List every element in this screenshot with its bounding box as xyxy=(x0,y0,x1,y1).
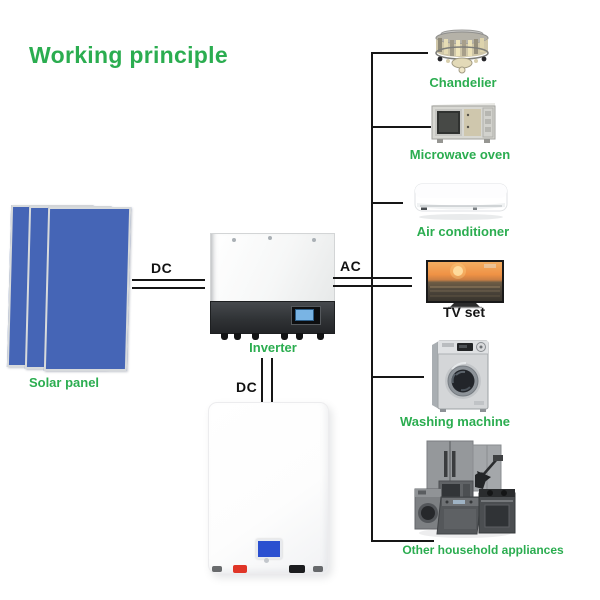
dc-battery-label: DC xyxy=(236,379,258,395)
screw-icon xyxy=(268,236,272,240)
other-household-appliances-icon xyxy=(414,440,516,538)
other-household-appliances-label: Other household appliances xyxy=(402,543,564,557)
cable-gland-icon xyxy=(252,333,259,340)
air-conditioner-icon xyxy=(414,183,508,220)
trunk-line xyxy=(371,52,373,542)
cable-gland-icon xyxy=(234,333,241,340)
battery-terminal-black xyxy=(289,565,305,573)
cable-gland-icon xyxy=(296,333,303,340)
microwave-oven-label: Microwave oven xyxy=(409,147,511,162)
chandelier-icon xyxy=(435,29,489,74)
branch-line-other-appliances xyxy=(371,540,434,542)
air-conditioner-label: Air conditioner xyxy=(416,224,510,239)
tv-set-icon xyxy=(426,260,504,309)
battery-foot xyxy=(313,566,323,572)
branch-line-washing-machine xyxy=(371,376,424,378)
inverter-body-top xyxy=(210,233,335,302)
ac-output-label: AC xyxy=(340,258,362,274)
battery-terminal-red xyxy=(233,565,247,573)
screw-icon xyxy=(312,238,316,242)
microwave-oven-icon xyxy=(431,103,496,143)
dc-line-top xyxy=(132,279,205,281)
solar-panel-icon-front xyxy=(43,207,132,371)
branch-line-chandelier xyxy=(371,52,428,54)
cable-gland-icon xyxy=(317,333,324,340)
washing-machine-icon xyxy=(432,340,489,412)
battery-foot xyxy=(212,566,222,572)
battery-display xyxy=(256,539,282,559)
dc-input-label: DC xyxy=(151,260,173,276)
dc-battery-line-right xyxy=(271,358,273,403)
page-title: Working principle xyxy=(29,42,228,68)
inverter-display-screen xyxy=(295,309,314,321)
branch-line-microwave xyxy=(371,126,431,128)
solar-panel-label: Solar panel xyxy=(28,375,100,390)
inverter-label: Inverter xyxy=(249,340,297,355)
tv-set-label: TV set xyxy=(442,304,485,320)
cable-gland-icon xyxy=(221,333,228,340)
washing-machine-label: Washing machine xyxy=(399,414,511,429)
chandelier-label: Chandelier xyxy=(429,75,497,90)
branch-line-air-conditioner xyxy=(371,202,403,204)
cable-gland-icon xyxy=(281,333,288,340)
battery-button xyxy=(264,558,269,563)
screw-icon xyxy=(232,238,236,242)
dc-line-bottom xyxy=(132,287,205,289)
dc-battery-line-left xyxy=(261,358,263,403)
